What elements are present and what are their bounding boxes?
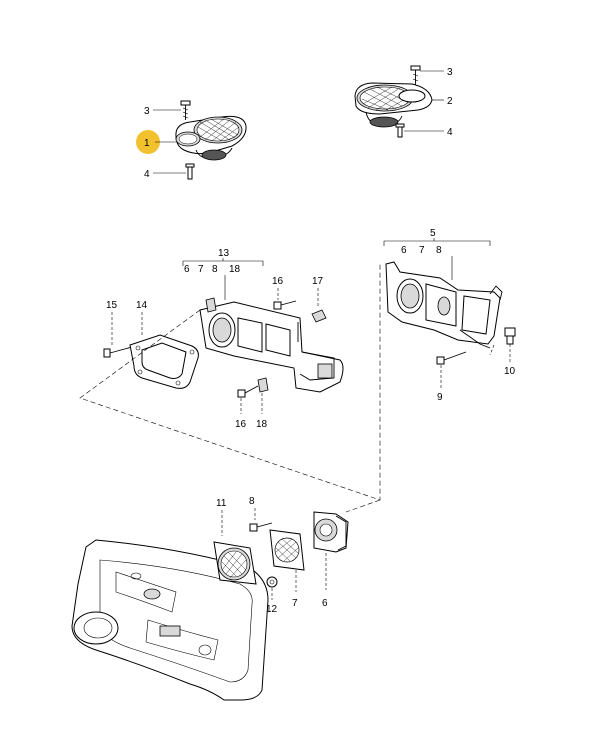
clip-18 [257, 377, 269, 393]
screw-3-left [180, 100, 191, 120]
callout-15[interactable]: 15 [106, 300, 118, 311]
speaker-assembly-right[interactable] [354, 65, 433, 138]
callout-8[interactable]: 8 [249, 496, 255, 507]
callout-4a[interactable]: 4 [144, 169, 150, 180]
callout-7[interactable]: 7 [292, 598, 298, 609]
callout-16b[interactable]: 16 [235, 419, 247, 430]
callout-18[interactable]: 18 [256, 419, 268, 430]
speaker-grille-11[interactable] [213, 541, 257, 585]
callout-1[interactable]: 1 [144, 138, 150, 149]
callout-11[interactable]: 11 [216, 498, 227, 509]
nut-10 [504, 327, 516, 345]
callout-3b[interactable]: 3 [447, 67, 453, 78]
callout-13-sub-18[interactable]: 18 [229, 264, 241, 275]
speaker-housing-5[interactable] [385, 261, 503, 349]
callout-3a[interactable]: 3 [144, 106, 150, 117]
callout-13-sub-6[interactable]: 6 [184, 264, 190, 275]
screw-15 [103, 346, 133, 358]
callout-17[interactable]: 17 [312, 276, 324, 287]
callout-13-sub-7[interactable]: 7 [198, 264, 204, 275]
callout-5-sub-8[interactable]: 8 [436, 245, 442, 256]
washer-12 [266, 576, 278, 588]
callout-2[interactable]: 2 [447, 96, 453, 107]
screw-8 [249, 522, 273, 532]
screw-16-top [273, 300, 297, 310]
callout-13[interactable]: 13 [218, 248, 230, 259]
callout-6[interactable]: 6 [322, 598, 328, 609]
callout-5-sub-7[interactable]: 7 [419, 245, 425, 256]
clip-17 [311, 309, 327, 323]
callout-13-sub-8[interactable]: 8 [212, 264, 218, 275]
callout-5[interactable]: 5 [430, 228, 436, 239]
screw-4-right [395, 123, 405, 138]
speaker-6[interactable] [313, 511, 349, 553]
speaker-housing-13[interactable] [199, 297, 344, 393]
screw-4-left [185, 163, 195, 180]
door-panel[interactable] [71, 539, 269, 701]
callout-1-highlight[interactable] [136, 130, 160, 154]
callout-14[interactable]: 14 [136, 300, 148, 311]
callout-5-sub-6[interactable]: 6 [401, 245, 407, 256]
grille-7[interactable] [269, 529, 305, 571]
callout-16a[interactable]: 16 [272, 276, 284, 287]
gasket-14[interactable] [129, 334, 199, 389]
callout-4b[interactable]: 4 [447, 127, 453, 138]
callout-12[interactable]: 12 [266, 604, 278, 615]
speaker-assembly-left[interactable] [175, 100, 247, 180]
screw-9 [436, 351, 467, 365]
callout-10[interactable]: 10 [504, 366, 516, 377]
callout-9[interactable]: 9 [437, 392, 443, 403]
screw-16-bottom [237, 385, 259, 398]
